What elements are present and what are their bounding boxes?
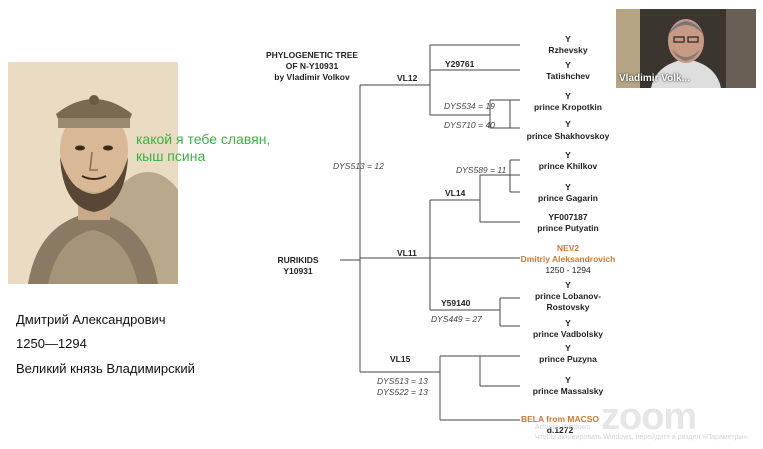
tree-leaves: Y Rzhevsky Y Tatishchev Y prince Kropotk… [521,34,616,435]
leaf-name: prince Lobanov- [535,291,601,301]
tree-lines [340,44,520,421]
leaf-name: prince Gagarin [538,193,598,203]
leaf-haplogroup: Y [565,119,571,129]
node-vl11: VL11 [397,248,417,258]
leaf-name: prince Kropotkin [534,102,602,112]
tree-title-line: OF N-Y10931 [286,61,339,71]
leaf-haplogroup: Y [565,280,571,290]
mutation-label: DYS534 = 19 [444,101,495,111]
root-label: RURIKIDS [277,255,318,265]
activation-notice-sub: Чтобы активировать Windows, перейдите в … [535,434,750,441]
leaf-years: 1250 - 1294 [545,265,591,275]
mutation-label: DYS513 = 12 [333,161,384,171]
leaf-haplogroup: Y [565,375,571,385]
leaf-haplogroup: Y [565,150,571,160]
leaf-name: Tatishchev [546,71,590,81]
leaf-name-highlight: BELA from MACSO [521,414,599,424]
tree-title-line: PHYLOGENETIC TREE [266,50,358,60]
leaf-name: prince Massalsky [533,386,604,396]
tree-title: PHYLOGENETIC TREE OF N-Y10931 by Vladimi… [266,50,358,82]
leaf-name: prince Shakhovskoy [527,131,610,141]
node-vl12: VL12 [397,73,418,83]
leaf-name: Rostovsky [547,302,590,312]
mutation-label: DYS589 = 11 [456,165,506,175]
leaf-haplogroup: Y [565,34,571,44]
chat-overlay-line: кыш псина [136,148,206,164]
activation-notice: Activate Windows [535,424,591,431]
leaf-haplogroup: Y [565,182,571,192]
portrait-image [8,62,178,284]
leaf-name: prince Putyatin [537,223,598,233]
portrait-name: Дмитрий Александрович [16,312,166,327]
leaf-name-highlight: Dmitriy Aleksandrovich [521,254,616,264]
leaf-haplogroup: YF007187 [548,212,587,222]
leaf-haplogroup: Y [565,60,571,70]
leaf-years: d.1272 [547,425,574,435]
leaf-haplogroup: Y [565,343,571,353]
node-vl15: VL15 [390,354,411,364]
participant-video-frame [616,9,756,88]
node-vl14: VL14 [445,188,466,198]
leaf-name: prince Vadbolsky [533,329,603,339]
zoom-watermark: zoom [601,396,697,438]
participant-name: Vladimir Volk... [619,73,690,84]
chat-overlay-text: какой я тебе славян, кыш псина [136,131,270,165]
mutation-label: DYS522 = 13 [377,387,428,397]
leaf-name: prince Puzyna [539,354,597,364]
chat-overlay-line: какой я тебе славян, [136,131,271,147]
mutation-label: DYS449 = 27 [431,314,482,324]
root-label: Y10931 [283,266,313,276]
mutation-label: DYS513 = 13 [377,376,428,386]
portrait-title: Великий князь Владимирский [16,361,195,376]
portrait-years: 1250—1294 [16,336,87,351]
tree-title-line: by Vladimir Volkov [274,72,350,82]
leaf-name: Rzhevsky [548,45,587,55]
participant-video[interactable]: Vladimir Volk... [616,9,756,88]
leaf-haplogroup: Y [565,318,571,328]
leaf-haplogroup: Y [565,91,571,101]
leaf-name: prince Khilkov [539,161,598,171]
mutation-label: DYS710 = 40 [444,120,495,130]
node-y59140: Y59140 [441,298,471,308]
node-y29761: Y29761 [445,59,475,69]
leaf-haplogroup-highlight: NEV2 [557,243,579,253]
